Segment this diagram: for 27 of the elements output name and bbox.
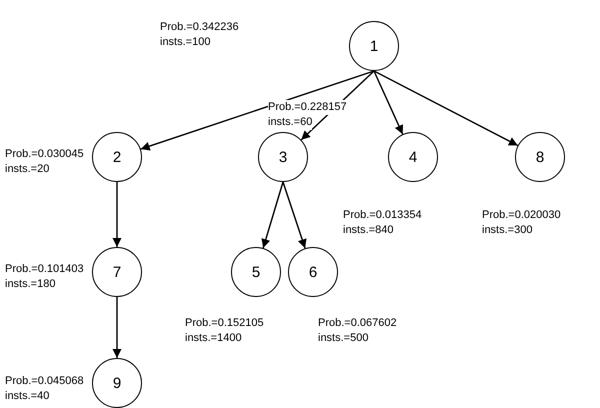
- node-number: 8: [536, 148, 544, 166]
- node-circle: [258, 132, 308, 182]
- node-circle: [92, 132, 142, 182]
- arrow: [282, 182, 307, 248]
- node-circle: [92, 358, 142, 408]
- node-number: 9: [112, 374, 122, 392]
- node-number: 1: [370, 38, 378, 54]
- arrow: [112, 297, 122, 358]
- node-number: 3: [278, 148, 288, 166]
- node-number: 4: [408, 148, 418, 166]
- node-circle: [388, 132, 438, 182]
- arrow: [261, 182, 284, 248]
- arrow: [373, 70, 404, 135]
- node-annotation: Prob.=0.228157: [268, 100, 347, 115]
- node-number: 5: [252, 264, 260, 280]
- node-circle: [349, 21, 399, 71]
- node-number: 7: [112, 264, 122, 280]
- node-annotation: insts.=60: [268, 115, 312, 130]
- node-circle: [231, 247, 281, 297]
- node-circle: [92, 247, 142, 297]
- arrow: [140, 70, 374, 150]
- arrow: [374, 70, 518, 146]
- arrow: [112, 182, 122, 247]
- node-number: 2: [112, 148, 122, 166]
- node-number: 6: [308, 264, 318, 280]
- node-circle: [288, 247, 338, 297]
- node-circle: [515, 132, 565, 182]
